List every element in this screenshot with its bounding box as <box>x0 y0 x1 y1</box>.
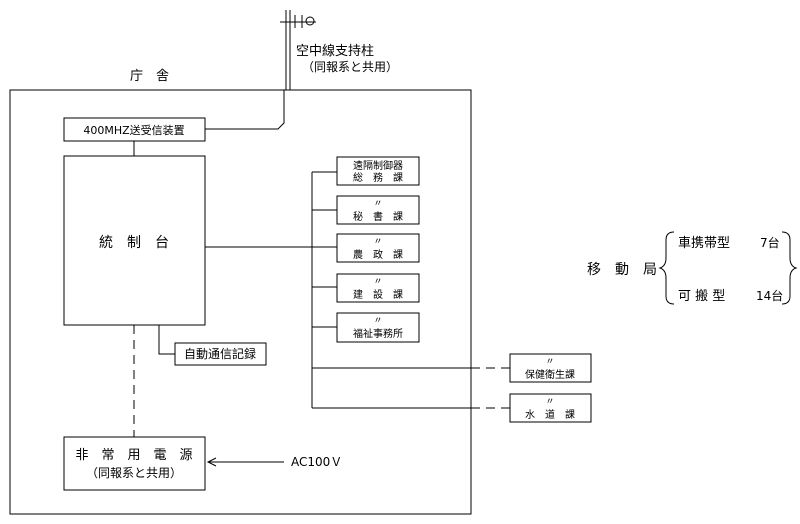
mobile-count-portable: 14台 <box>756 288 783 303</box>
external-controller-dept: 水 道 課 <box>525 408 575 421</box>
building-label: 庁 舎 <box>130 69 169 84</box>
remote-controller-dept: 農 政 課 <box>353 248 403 261</box>
remote-controller-box <box>336 195 420 225</box>
console-label: 統 制 台 <box>99 235 169 251</box>
external-controller-box <box>509 393 592 423</box>
mobile-count-vehicle: 7台 <box>760 235 780 250</box>
antenna-icon <box>280 10 316 90</box>
building-outline <box>9 89 472 515</box>
remote-controller-label: 〃 <box>373 237 382 247</box>
antenna-sublabel: （同報系と共用） <box>302 60 398 74</box>
antenna-feed-line <box>205 90 285 130</box>
console-box <box>63 155 206 326</box>
remote-controller-label: 〃 <box>373 316 382 326</box>
external-controller-label: 〃 <box>545 397 554 407</box>
mobile-type-portable: 可 搬 型 <box>678 289 725 304</box>
remote-controller-box <box>336 156 420 186</box>
arrow-left-icon <box>206 457 217 467</box>
left-brace-icon <box>658 231 675 305</box>
mobile-station-title: 移 動 局 <box>587 262 657 278</box>
emergency-power-sublabel: （同報系と共用） <box>86 466 182 480</box>
emergency-power-label: 非 常 用 電 源 <box>75 448 192 463</box>
external-controller-box <box>509 353 592 383</box>
transceiver-label: 400MHZ送受信装置 <box>83 123 184 137</box>
external-controller-label: 〃 <box>545 357 554 367</box>
auto-recorder-box <box>174 342 267 366</box>
remote-controller-box <box>336 233 420 263</box>
remote-controller-label: 〃 <box>373 199 382 209</box>
remote-controller-box <box>336 312 420 343</box>
remote-controller-box <box>336 273 420 303</box>
remote-controller-dept: 秘 書 課 <box>353 210 403 223</box>
antenna-label: 空中線支持柱 <box>296 43 374 59</box>
remote-controller-label: 遠隔制御器 <box>353 159 403 172</box>
external-controller-dept: 保健衛生課 <box>525 368 575 381</box>
remote-controller-dept: 総 務 課 <box>353 171 403 184</box>
remote-controller-dept: 福祉事務所 <box>353 327 403 340</box>
ac-input-label: AC100Ｖ <box>291 455 342 469</box>
right-brace-icon <box>781 231 798 305</box>
remote-controller-dept: 建 設 課 <box>353 288 403 301</box>
recorder-link <box>158 325 175 355</box>
mobile-type-vehicle: 車携帯型 <box>678 235 730 251</box>
auto-recorder-label: 自動通信記録 <box>184 346 256 361</box>
remote-controller-label: 〃 <box>373 277 382 287</box>
emergency-power-box <box>63 436 206 491</box>
